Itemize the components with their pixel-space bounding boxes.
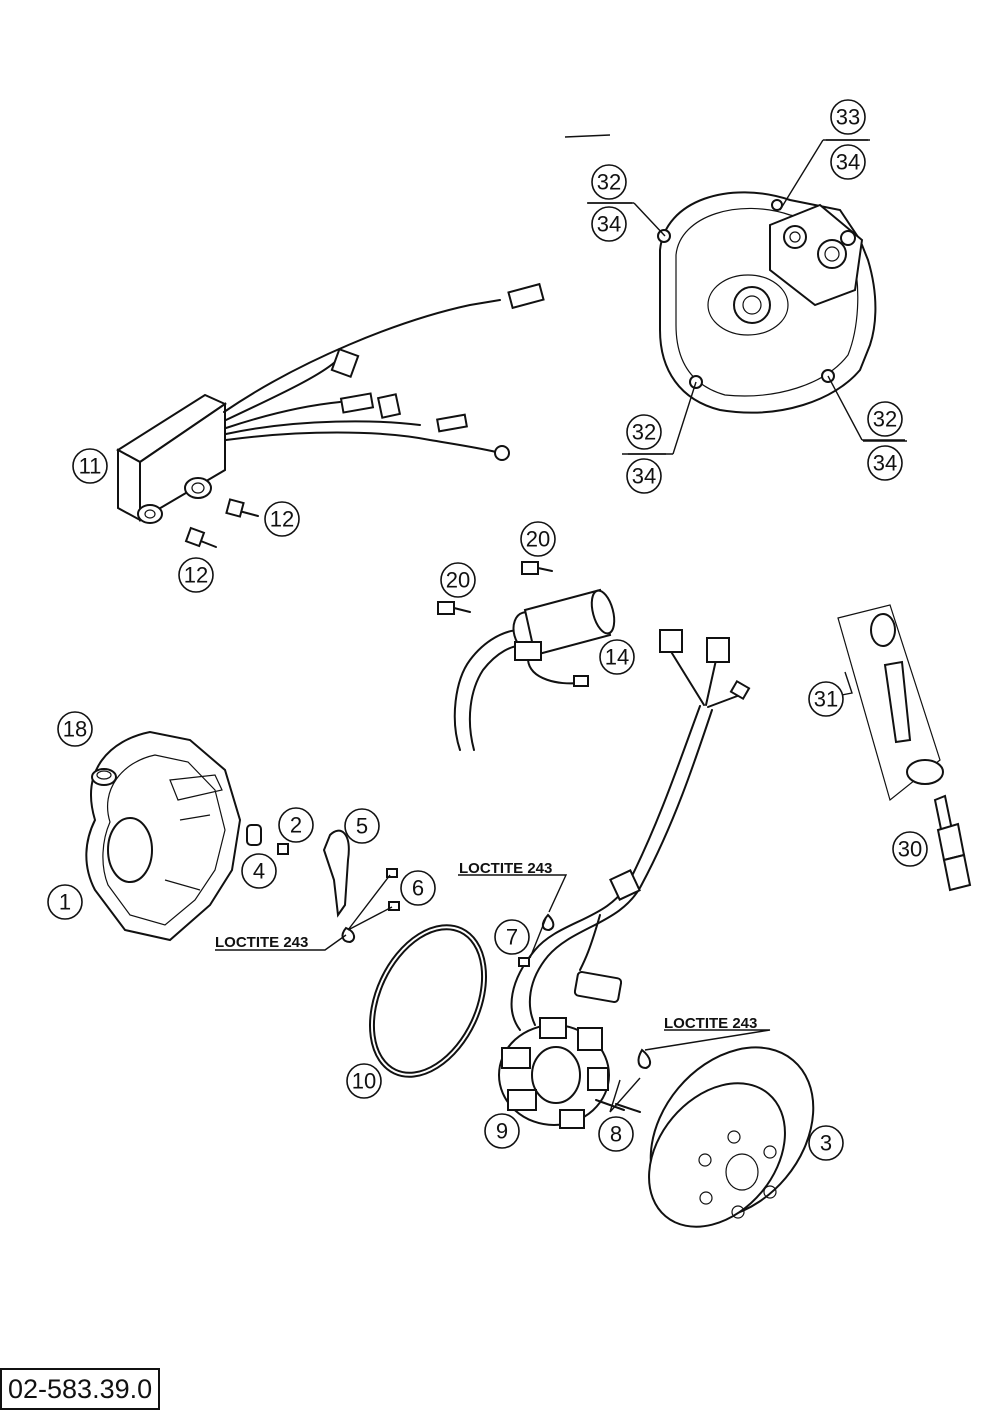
callout-32-left: 32 [591,164,627,200]
callout-20-upper: 20 [520,521,556,557]
o-ring [368,924,488,1078]
callout-12-lower: 12 [178,557,214,593]
callout-separators [587,139,907,455]
coil-bolts [437,561,553,615]
callout-5: 5 [344,808,380,844]
callout-30: 30 [892,831,928,867]
callout-20-lower: 20 [440,562,476,598]
callout-32-bottom-left: 32 [626,414,662,450]
svg-text:3: 3 [820,1131,832,1156]
callout-7: 7 [494,919,530,955]
small-parts-2-4-5-6 [246,824,400,944]
callout-11: 11 [72,448,108,484]
svg-text:10: 10 [352,1069,376,1094]
callout-34-bottom-right: 34 [867,445,903,481]
stator-harness [510,629,751,1031]
svg-text:20: 20 [446,568,470,593]
svg-text:11: 11 [79,454,102,479]
callout-32-bottom-right: 32 [867,401,903,437]
svg-text:12: 12 [270,507,294,532]
cdi-wiring [223,282,545,461]
svg-text:18: 18 [63,717,87,742]
svg-text:8: 8 [610,1122,622,1147]
callout-14: 14 [599,639,635,675]
plug-part-18 [91,768,117,786]
svg-text:4: 4 [253,859,265,884]
svg-text:32: 32 [597,170,621,195]
spark-plug [933,794,972,892]
callout-8: 8 [598,1116,634,1152]
callout-34-left: 34 [591,206,627,242]
callout-12-upper: 12 [264,501,300,537]
diagram-reference-code: 02-583.39.0 [0,1368,161,1410]
callout-1: 1 [47,884,83,920]
callout-34-top-right: 34 [830,144,866,180]
spark-plug-cap [837,604,944,802]
loctite-label-stator-screws: LOCTITE 243 [664,1015,757,1032]
callout-4: 4 [241,853,277,889]
svg-text:5: 5 [356,814,368,839]
svg-text:12: 12 [184,563,208,588]
svg-text:34: 34 [597,212,621,237]
svg-text:34: 34 [873,451,897,476]
svg-text:34: 34 [836,150,860,175]
stator [498,1017,610,1129]
cdi-screws [184,498,259,548]
svg-text:9: 9 [496,1119,508,1144]
svg-text:32: 32 [632,420,656,445]
ignition-cover [85,730,242,942]
svg-text:2: 2 [290,813,302,838]
callout-9: 9 [484,1113,520,1149]
callout-31: 31 [808,681,844,717]
svg-text:6: 6 [412,876,424,901]
crankcase-cover-plate [657,191,877,414]
loctite-label-stator-top: LOCTITE 243 [459,860,552,877]
svg-text:33: 33 [836,105,860,130]
ignition-coil [453,588,616,751]
cdi-unit [116,393,228,524]
svg-text:7: 7 [506,925,518,950]
svg-text:34: 34 [632,464,656,489]
svg-text:20: 20 [526,527,550,552]
loctite-label-cover-parts: LOCTITE 243 [215,934,308,951]
flywheel [648,1046,815,1228]
callout-33: 33 [830,99,866,135]
svg-text:1: 1 [59,890,71,915]
callout-2: 2 [278,807,314,843]
callout-18: 18 [57,711,93,747]
callout-10: 10 [346,1063,382,1099]
svg-text:14: 14 [605,645,629,670]
callout-34-bottom-left: 34 [626,458,662,494]
callout-6: 6 [400,870,436,906]
svg-text:31: 31 [814,687,838,712]
callout-3: 3 [808,1125,844,1161]
svg-text:30: 30 [898,837,922,862]
svg-text:32: 32 [873,407,897,432]
